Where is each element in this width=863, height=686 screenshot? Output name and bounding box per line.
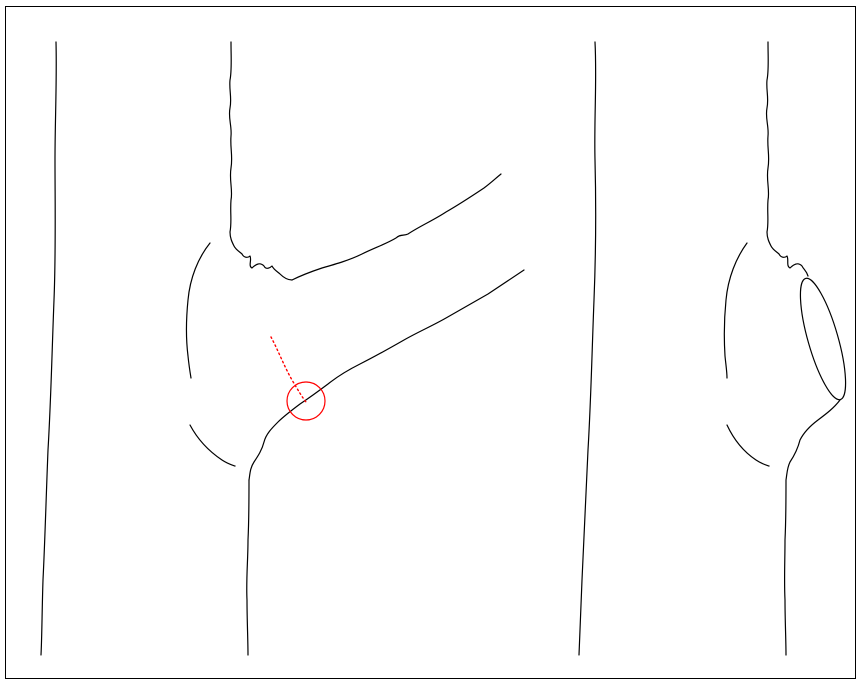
bark-ridge-lower [190,425,235,466]
branch-top-edge [292,174,501,280]
bark2-ridge-upper [724,243,747,378]
branch-bottom-edge [249,270,524,480]
panel-after-cut [579,42,855,655]
pruning-wound [791,274,855,403]
bark2-ridge-lower [727,425,769,466]
branch-collar [242,254,292,280]
bark-ridge-upper [187,243,211,378]
panel-before-cut [41,42,524,655]
trunk2-collar [779,254,808,276]
trunk-left-edge [41,42,56,655]
trunk2-left-edge [579,42,596,655]
trunk2-right-edge-upper [766,42,779,254]
trunk2-right-edge-lower [785,400,840,655]
trunk-right-edge-lower [247,480,249,655]
trunk-right-edge-upper [229,42,242,254]
